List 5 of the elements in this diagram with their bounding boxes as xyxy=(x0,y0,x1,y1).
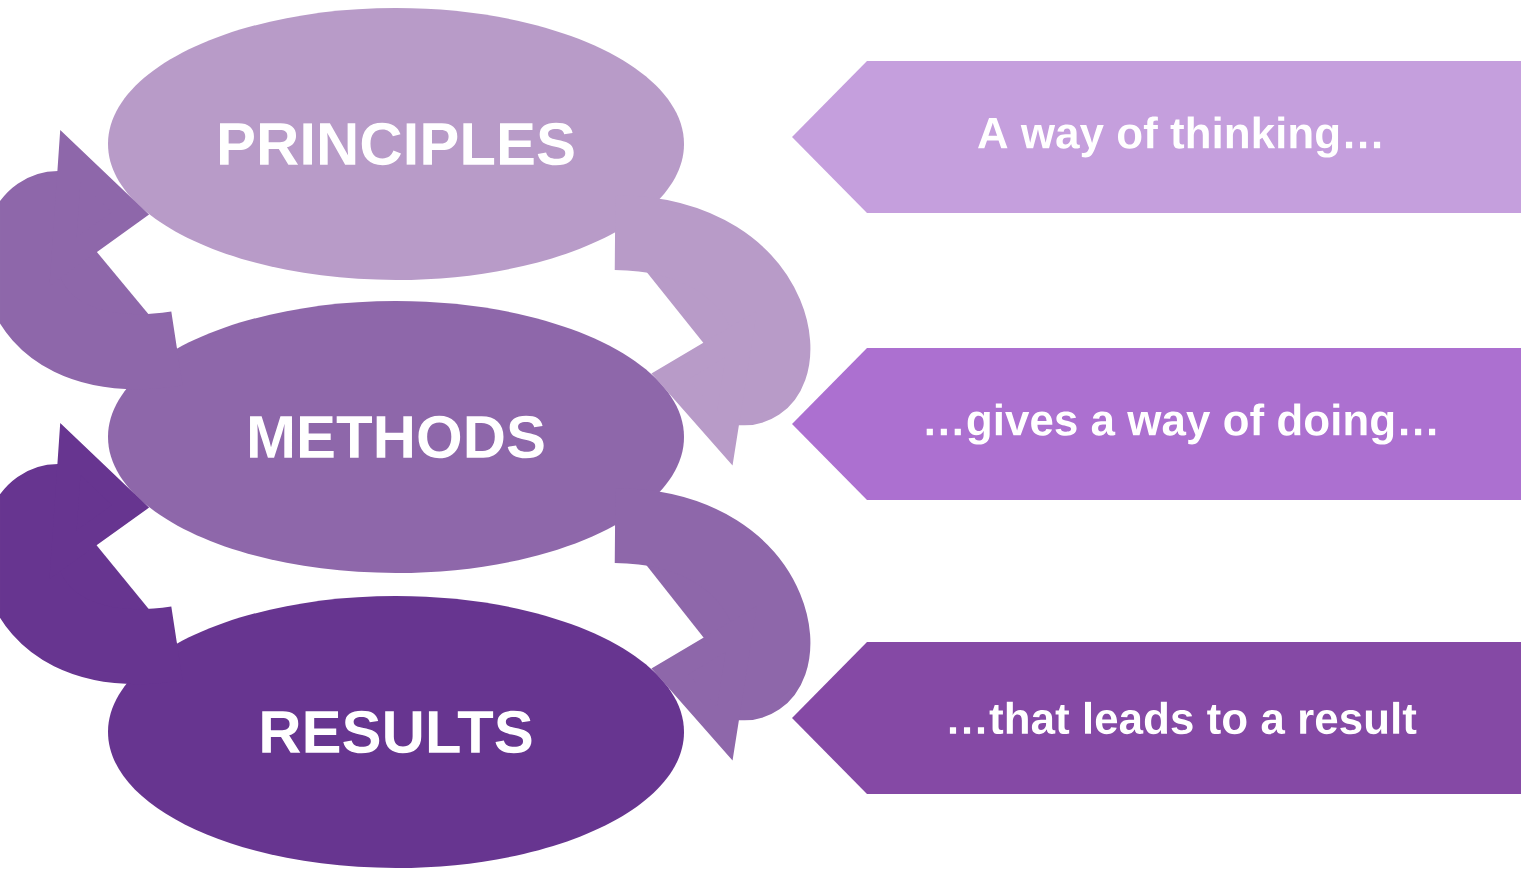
curved-arrow xyxy=(0,423,180,684)
arrow-banner: …that leads to a result xyxy=(792,642,1521,794)
arrow-banner: A way of thinking… xyxy=(792,61,1521,213)
arrow-banner: …gives a way of doing… xyxy=(792,348,1521,500)
curved-arrow xyxy=(0,130,180,390)
